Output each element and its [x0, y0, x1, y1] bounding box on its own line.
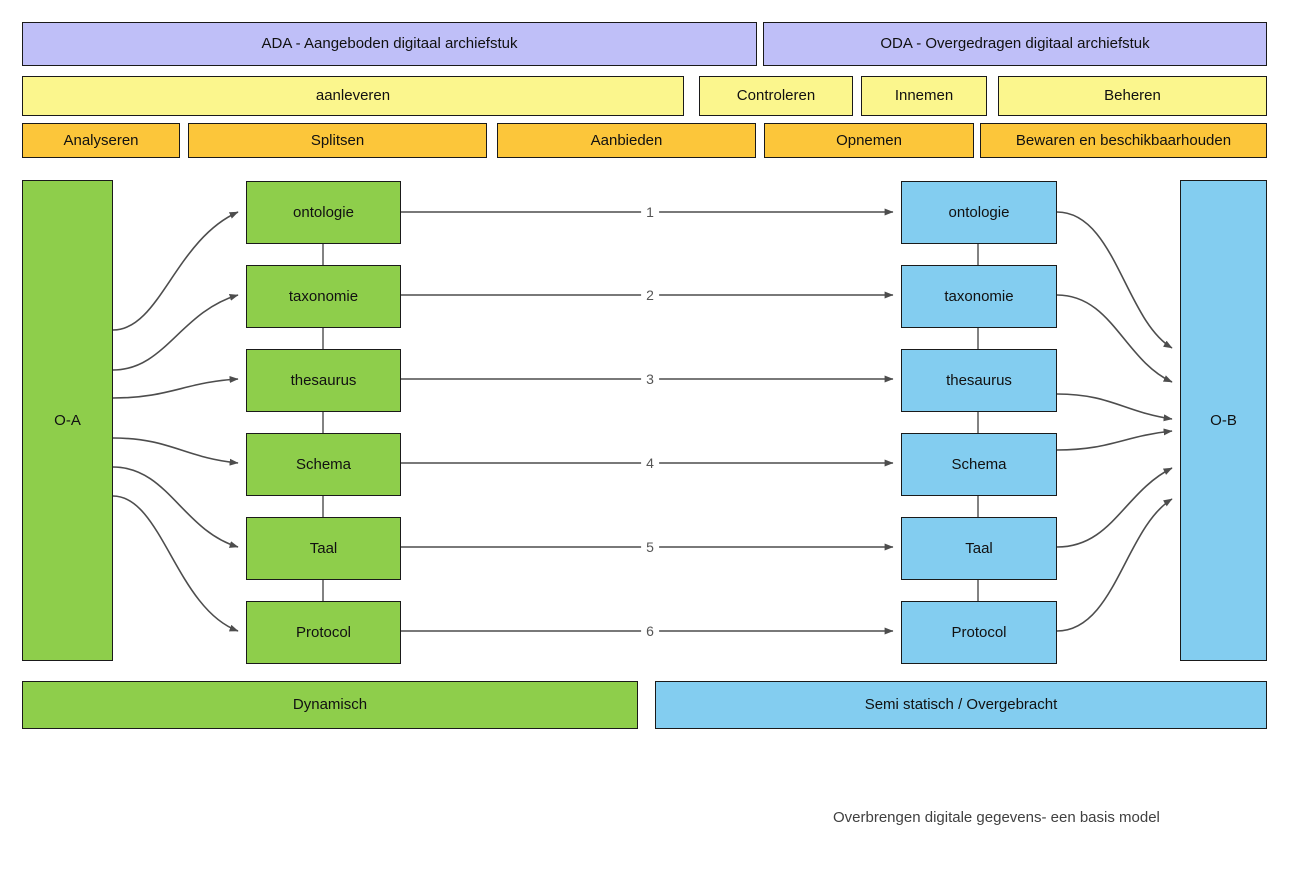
node-right-schema[interactable]: Schema — [901, 433, 1057, 496]
process-bar-aanbieden-label: Aanbieden — [590, 131, 663, 149]
connector-label-5: 5 — [641, 540, 659, 554]
edge-oa-to-thesaurus — [112, 375, 239, 399]
phase-bar-oda[interactable]: ODA - Overgedragen digitaal archiefstuk — [763, 22, 1267, 66]
edge-schema-to-ob — [1056, 428, 1173, 451]
node-right-thesaurus[interactable]: thesaurus — [901, 349, 1057, 412]
activity-bar-beheren[interactable]: Beheren — [998, 76, 1267, 116]
process-bar-opnemen-label: Opnemen — [836, 131, 902, 149]
activity-bar-controleren-label: Controleren — [736, 87, 816, 105]
node-right-taal[interactable]: Taal — [901, 517, 1057, 580]
state-bar-dynamisch[interactable]: Dynamisch — [22, 681, 638, 729]
edge-taxonomie-to-ob — [1056, 294, 1173, 383]
edge-taal-to-ob — [1056, 467, 1173, 548]
column-o-b-label: O-B — [1210, 412, 1237, 429]
edge-oa-to-schema — [112, 437, 239, 466]
process-bar-bewaren-label: Bewaren en beschikbaarhouden — [1015, 131, 1232, 149]
node-left-thesaurus-label: thesaurus — [290, 372, 357, 389]
node-left-protocol[interactable]: Protocol — [246, 601, 401, 664]
process-bar-aanbieden[interactable]: Aanbieden — [497, 123, 756, 158]
phase-bar-oda-label: ODA - Overgedragen digitaal archiefstuk — [880, 35, 1150, 53]
node-left-ontologie[interactable]: ontologie — [246, 181, 401, 244]
state-bar-semi-statisch-label: Semi statisch / Overgebracht — [864, 696, 1058, 714]
edge-oa-to-ontologie — [112, 211, 239, 331]
node-right-taxonomie-label: taxonomie — [944, 288, 1014, 305]
column-o-a[interactable]: O-A — [22, 180, 113, 661]
process-bar-analyseren-label: Analyseren — [63, 131, 139, 149]
node-left-taal[interactable]: Taal — [246, 517, 401, 580]
caption-block: Overbrengen digitale gegevens- een basis… — [833, 763, 1160, 876]
phase-bar-ada[interactable]: ADA - Aangeboden digitaal archiefstuk — [22, 22, 757, 66]
node-right-ontologie-label: ontologie — [948, 204, 1010, 221]
connector-label-1: 1 — [641, 205, 659, 219]
node-right-ontologie[interactable]: ontologie — [901, 181, 1057, 244]
edge-oa-to-taal — [112, 466, 239, 548]
activity-bar-controleren[interactable]: Controleren — [699, 76, 853, 116]
node-left-taxonomie[interactable]: taxonomie — [246, 265, 401, 328]
node-right-protocol[interactable]: Protocol — [901, 601, 1057, 664]
edge-oa-to-taxonomie — [112, 294, 239, 371]
node-left-thesaurus[interactable]: thesaurus — [246, 349, 401, 412]
process-bar-analyseren[interactable]: Analyseren — [22, 123, 180, 158]
activity-bar-aanleveren[interactable]: aanleveren — [22, 76, 684, 116]
column-o-a-label: O-A — [54, 412, 81, 429]
connector-label-6: 6 — [641, 624, 659, 638]
node-right-taal-label: Taal — [965, 540, 993, 557]
activity-bar-innemen-label: Innemen — [894, 87, 954, 105]
node-left-protocol-label: Protocol — [295, 624, 352, 641]
activity-bar-aanleveren-label: aanleveren — [315, 87, 391, 105]
node-left-taxonomie-label: taxonomie — [288, 288, 359, 305]
node-left-ontologie-label: ontologie — [293, 204, 354, 221]
phase-bar-ada-label: ADA - Aangeboden digitaal archiefstuk — [261, 35, 518, 53]
activity-bar-beheren-label: Beheren — [1104, 87, 1161, 105]
node-right-protocol-label: Protocol — [951, 624, 1007, 641]
process-bar-opnemen[interactable]: Opnemen — [764, 123, 974, 158]
process-bar-splitsen-label: Splitsen — [310, 131, 365, 149]
process-bar-splitsen[interactable]: Splitsen — [188, 123, 487, 158]
edge-thesaurus-to-ob — [1056, 393, 1173, 422]
node-left-schema-label: Schema — [295, 456, 352, 473]
node-right-schema-label: Schema — [951, 456, 1007, 473]
node-left-taal-label: Taal — [309, 540, 338, 557]
node-right-thesaurus-label: thesaurus — [946, 372, 1012, 389]
connector-label-4: 4 — [641, 456, 659, 470]
caption-line-author: R.S. Jonker — [833, 872, 1160, 876]
node-right-taxonomie[interactable]: taxonomie — [901, 265, 1057, 328]
connector-label-3: 3 — [641, 372, 659, 386]
column-o-b[interactable]: O-B — [1180, 180, 1267, 661]
activity-bar-innemen[interactable]: Innemen — [861, 76, 987, 116]
state-bar-semi-statisch[interactable]: Semi statisch / Overgebracht — [655, 681, 1267, 729]
connector-label-2: 2 — [641, 288, 659, 302]
edge-protocol-to-ob — [1056, 498, 1173, 632]
edge-oa-to-protocol — [112, 495, 239, 632]
process-bar-bewaren[interactable]: Bewaren en beschikbaarhouden — [980, 123, 1267, 158]
edge-ontologie-to-ob — [1056, 211, 1173, 349]
node-left-schema[interactable]: Schema — [246, 433, 401, 496]
state-bar-dynamisch-label: Dynamisch — [292, 696, 368, 714]
caption-line-title: Overbrengen digitale gegevens- een basis… — [833, 808, 1160, 826]
